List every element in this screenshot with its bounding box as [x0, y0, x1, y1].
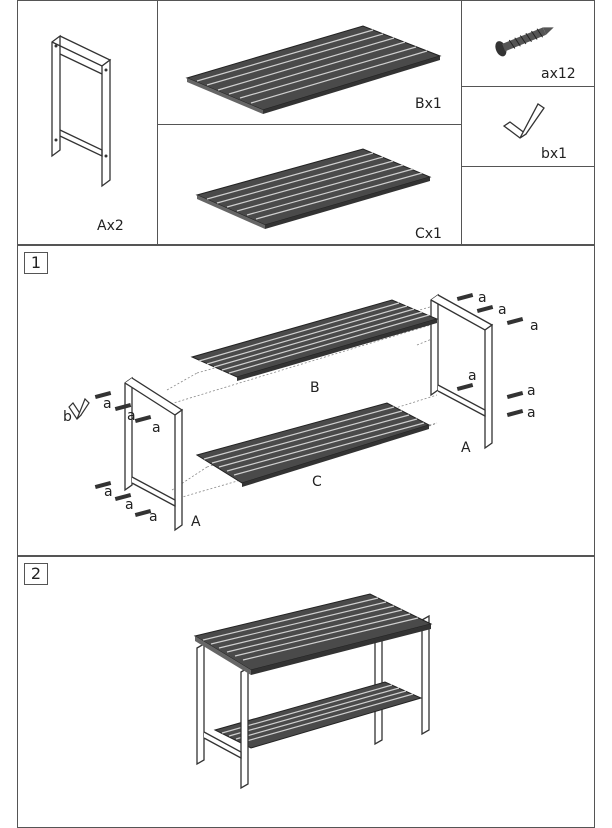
screw-label: a: [125, 497, 134, 513]
screw-label: a: [104, 484, 113, 500]
screw-label: a: [530, 318, 539, 334]
screw-label: a: [527, 383, 536, 399]
parts-divider-4: [461, 86, 595, 87]
part-a-quantity: Ax2: [97, 218, 124, 234]
parts-divider-5: [461, 166, 595, 167]
screw-label: a: [103, 396, 112, 412]
assembled-bench-drawing: [193, 593, 433, 790]
parts-divider-3: [157, 124, 461, 125]
step-1-label-shelf-c: C: [312, 474, 322, 490]
screw-quantity: ax12: [541, 66, 576, 82]
screw-label: a: [478, 290, 487, 306]
screw-label: a: [152, 420, 161, 436]
step-1-number: 1: [24, 252, 48, 274]
step-1-label-frame-right: A: [461, 440, 471, 456]
step-1-exploded-view: [68, 292, 524, 532]
step-1-label-shelf-b: B: [310, 380, 320, 396]
screw-icon: [495, 27, 554, 57]
allen-key-icon: [502, 103, 545, 139]
parts-list-frame: [17, 0, 595, 245]
screw-label: a: [498, 302, 507, 318]
parts-divider-1: [157, 0, 158, 245]
screw-label: a: [527, 405, 536, 421]
part-c-quantity: Cx1: [415, 226, 442, 242]
screw-label: a: [127, 408, 136, 424]
step-1-label-frame-left: A: [191, 514, 201, 530]
shelf-b-drawing: [185, 25, 442, 114]
part-b-quantity: Bx1: [415, 96, 442, 112]
screw-label: a: [149, 509, 158, 525]
shelf-c-drawing: [195, 148, 432, 229]
parts-divider-2: [461, 0, 462, 245]
step-2-number: 2: [24, 563, 48, 585]
allen-key-quantity: bx1: [541, 146, 568, 162]
side-frame-a-drawing: [51, 34, 112, 188]
step-1-frame: [17, 245, 595, 556]
screw-label: a: [468, 368, 477, 384]
step-1-label-allen-key: b: [63, 409, 72, 425]
